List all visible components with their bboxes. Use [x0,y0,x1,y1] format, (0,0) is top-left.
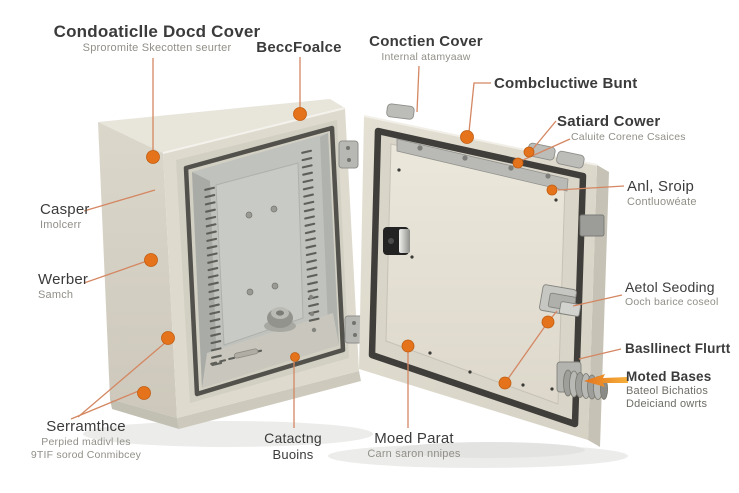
box-gasket [183,125,346,397]
callout-label-bottom-mid-2: Moed Parat Carn saron nnipes [367,430,460,461]
mounting-plate [215,162,304,346]
door-latch-black [383,227,410,255]
callout-label-door-top: Conctien Cover Internal atamyaaw [369,33,483,64]
callout-label-left-2: Werber Samch [38,271,88,302]
leader-bottom-left-a [77,341,167,418]
floor-slot [233,348,259,359]
callout-subtitle: Ooch barice coseol [625,295,719,308]
callout-subtitle: Samch [38,289,74,301]
leader-right-1a [531,120,557,151]
leader-door-top-right [468,82,491,133]
callout-title: Conctien Cover [369,33,483,50]
callout-label-right-4: Basllinect Flurtt [625,341,730,357]
door-right-bracket [579,214,605,237]
callout-dot [401,339,415,353]
callout-title: Casper [40,201,90,218]
enclosure-body [98,99,365,429]
box-left-face [98,122,177,418]
leader-right-4 [578,348,622,360]
box-base-front [177,371,361,429]
floor-knob [264,307,296,332]
callout-dot [290,352,300,362]
callout-label-bottom-left: Serramthce Perpied madivl les 9TIF sorod… [31,418,141,461]
vent-slots-middle [301,149,320,322]
callout-dot [498,376,512,390]
callout-subtitle: Caluite Corene Csaices [571,131,686,143]
callout-dot [541,315,555,329]
leader-door-top [416,65,420,113]
door-latch-mechanism [539,284,582,317]
vent-slots-left [204,186,223,367]
leader-left-1 [83,189,156,212]
callout-dot [144,253,158,267]
callout-dot [546,184,558,196]
callout-subtitle: Ddeiciand owrts [626,398,708,411]
callout-title: Werber [38,271,89,288]
callout-dot [460,130,474,144]
callout-dot [137,386,151,400]
callout-dot [523,146,535,158]
callout-title: Moted Bases [626,369,712,384]
callout-label-top-mid: BeccFoalce [256,39,341,57]
callout-title: Combcluctiwe Bunt [494,75,638,92]
callout-label-right-2: Anl, Sroip Contluowéate [627,178,697,209]
callout-subtitle: Sproromite Skecotten seurter [82,42,232,55]
callout-title: Serramthce [46,418,126,435]
callout-label-right-5: Moted Bases Bateol Bichatios Ddeiciand o… [626,369,711,412]
leader-bottom-left-b [70,389,142,420]
callout-subtitle: 9TIF sorod Conmibcey [30,448,142,461]
callout-title: Anl, Sroip [627,178,695,195]
enclosure-door [359,103,609,447]
leader-left-2 [83,260,148,284]
callout-subtitle: Perpied madivl les [41,436,131,448]
top-bar-screws [417,145,551,179]
callout-title: Satiard Cower [557,113,661,130]
callout-subtitle: Internal atamyaaw [381,51,471,63]
box-hinges [338,140,365,344]
floor-shadows [83,421,628,468]
callout-dot [293,107,307,121]
cavity-holes [308,294,317,333]
callout-dot [146,150,160,164]
callout-dot [512,157,524,169]
callout-label-right-3: Aetol Seoding Ooch barice coseol [625,279,718,308]
callout-title: Condoaticlle Docd Cover [53,22,261,41]
callout-dots [137,107,558,400]
callout-title: Aetol Seoding [625,279,715,295]
plate-screws [245,205,279,296]
cavity-floor [202,313,339,388]
callout-title: Catactng [264,430,322,446]
callout-title: Basllinect Flurtt [625,341,731,356]
callout-subtitle: Bateol Bichatios [626,385,709,398]
box-base-left [110,399,179,429]
cavity-right-wall [320,133,339,348]
callout-subtitle: Imolcerr [40,219,82,231]
callout-title: BeccFoalce [256,39,342,56]
callout-title: Moed Parat [374,430,454,447]
callout-subtitle: Carn saron nnipes [367,448,461,460]
callout-subtitle: Contluowéate [627,196,697,208]
callout-label-right-1: Satiard Cower Caluite Corene Csaices [557,113,686,144]
box-top-face [98,99,345,153]
callout-dot [161,331,175,345]
callout-label-door-top-right: Combcluctiwe Bunt [494,75,637,93]
callout-label-left-1: Casper Imolcerr [40,201,90,232]
callout-label-top-left: Condoaticlle Docd Cover Sproromite Skeco… [54,22,261,56]
leader-right-2 [557,185,625,191]
moted-bases-arrow [584,374,628,387]
callout-label-bottom-mid-1: Catactng Buoins [264,430,322,462]
leader-right-3 [572,294,623,307]
callout-subtitle: Buoins [272,446,314,462]
